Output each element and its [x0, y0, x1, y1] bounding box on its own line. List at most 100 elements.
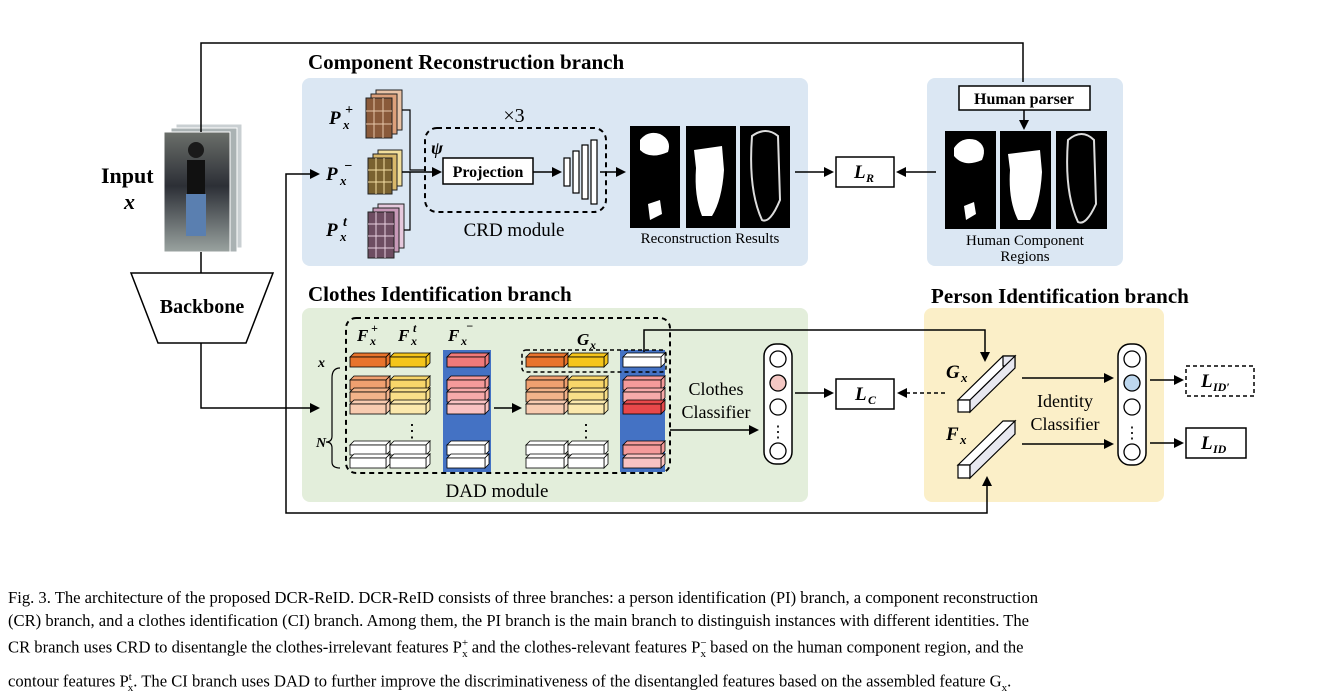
gx-t-block	[567, 453, 609, 469]
p-t-feature-stack	[367, 203, 405, 259]
input-var: x	[123, 189, 135, 214]
input-label: Input	[101, 163, 154, 188]
crd-module-box	[424, 127, 607, 213]
p-plus-feature-stack	[365, 89, 403, 139]
svg-text:x: x	[342, 117, 350, 132]
gx-plus-block	[525, 440, 569, 456]
caption-line-3b: and the clothes-relevant features P	[467, 637, 701, 657]
svg-text:G: G	[946, 362, 960, 383]
assembled-feature-blocks	[525, 352, 666, 469]
svg-text:t: t	[343, 215, 348, 230]
gx-plus-block	[525, 399, 569, 415]
gx-minus-block	[622, 440, 666, 456]
f-t-block	[389, 375, 431, 391]
identity-classifier-nodes	[1117, 343, 1147, 466]
svg-text:t: t	[413, 321, 417, 335]
dad-module-label: DAD module	[446, 481, 549, 502]
times3-label: ×3	[503, 105, 524, 127]
caption-line-3c: based on the human component region, and…	[706, 637, 1024, 657]
gx-first-row-box	[521, 349, 667, 373]
caption-line-3a: CR branch uses CRD to disentangle the cl…	[8, 637, 462, 657]
svg-text:+: +	[345, 103, 353, 118]
f-minus-block	[446, 440, 490, 456]
svg-text:F: F	[447, 326, 460, 345]
f-plus-block	[349, 352, 391, 368]
caption-line-4c: .	[1007, 671, 1012, 691]
f-plus-block	[349, 440, 391, 456]
clothes-classifier-label-2: Classifier	[682, 402, 751, 422]
human-component-regions	[945, 131, 1107, 229]
identity-classifier-label-1: Identity	[1037, 391, 1093, 411]
pi-branch-title: Person Identification branch	[931, 284, 1189, 308]
human-component-label-1: Human Component	[966, 233, 1085, 249]
svg-text:C: C	[868, 393, 877, 407]
gx-plus-block	[525, 387, 569, 403]
backbone-to-cr-arrow	[285, 169, 320, 408]
f-minus-block	[446, 453, 490, 469]
row-brace	[325, 367, 341, 469]
loss-r-box	[835, 156, 895, 188]
svg-text:−: −	[466, 319, 473, 333]
svg-text:ID: ID	[1212, 442, 1227, 456]
svg-text:x: x	[960, 370, 968, 385]
gx-minus-block	[622, 453, 666, 469]
svg-text:P: P	[325, 164, 338, 185]
p-t-to-crd-line	[404, 172, 411, 231]
p-minus-feature-stack	[367, 149, 403, 195]
clothes-classifier-dots: ⋮	[770, 424, 786, 441]
input-to-parser-line	[200, 42, 1024, 132]
svg-text:P: P	[325, 220, 338, 241]
f-t-block	[389, 387, 431, 403]
backbone-to-ci-arrow	[200, 343, 320, 413]
clothes-classifier-label-1: Clothes	[688, 379, 743, 399]
dad-module-box	[345, 317, 671, 474]
svg-text:x: x	[589, 338, 596, 352]
f-plus-block	[349, 375, 391, 391]
gx-plus-block	[525, 375, 569, 391]
gx-minus-block	[622, 399, 666, 415]
gx-to-pi-arrow	[643, 329, 990, 362]
svg-text:x: x	[959, 432, 967, 447]
p-t-label: P x t	[325, 215, 348, 244]
reconstruction-results	[630, 126, 790, 228]
f-t-block	[389, 352, 431, 368]
caption-line-4a: contour features P	[8, 671, 129, 691]
ci-branch-title: Clothes Identification branch	[308, 282, 572, 306]
loss-id-prime-box	[1185, 365, 1255, 397]
g-x-label: G x	[577, 330, 596, 352]
svg-text:F: F	[397, 326, 410, 345]
svg-text:F: F	[356, 326, 369, 345]
gx-minus-block	[622, 387, 666, 403]
gx-minus-block	[622, 352, 666, 368]
row-n-label: N	[315, 436, 327, 451]
identity-classifier-dots: ⋮	[1124, 425, 1140, 442]
svg-text:x: x	[410, 334, 417, 348]
gx-plus-block	[525, 352, 569, 368]
caption-line-4b: . The CI branch uses DAD to further impr…	[133, 671, 1002, 691]
gx-t-block	[567, 440, 609, 456]
gx-t-block	[567, 399, 609, 415]
loss-c-box	[835, 378, 895, 410]
backbone-block	[129, 272, 275, 344]
pi-fx-feature-bar	[956, 419, 1017, 480]
caption-line-3: CR branch uses CRD to disentangle the cl…	[8, 637, 1024, 660]
svg-text:L: L	[854, 384, 867, 405]
svg-text:x: x	[339, 229, 347, 244]
backbone-label: Backbone	[160, 296, 245, 318]
svg-text:x: x	[369, 334, 376, 348]
f-minus-label: F x −	[447, 319, 473, 348]
caption-line-1: Fig. 3. The architecture of the proposed…	[8, 588, 1039, 607]
right-dots: ⋮	[577, 421, 595, 441]
projection-box	[442, 157, 534, 185]
f-minus-block	[446, 352, 490, 368]
gx-t-block	[567, 387, 609, 403]
f-plus-block	[349, 399, 391, 415]
f-plus-block	[349, 453, 391, 469]
p-plus-label: P x +	[328, 103, 353, 132]
svg-text:x: x	[339, 173, 347, 188]
psi-label: ψ	[431, 138, 444, 158]
loss-id-prime-label: L ID′	[1200, 371, 1230, 394]
recon-results-label: Reconstruction Results	[641, 231, 780, 247]
svg-text:+: +	[371, 321, 378, 335]
svg-text:L: L	[1200, 371, 1213, 392]
